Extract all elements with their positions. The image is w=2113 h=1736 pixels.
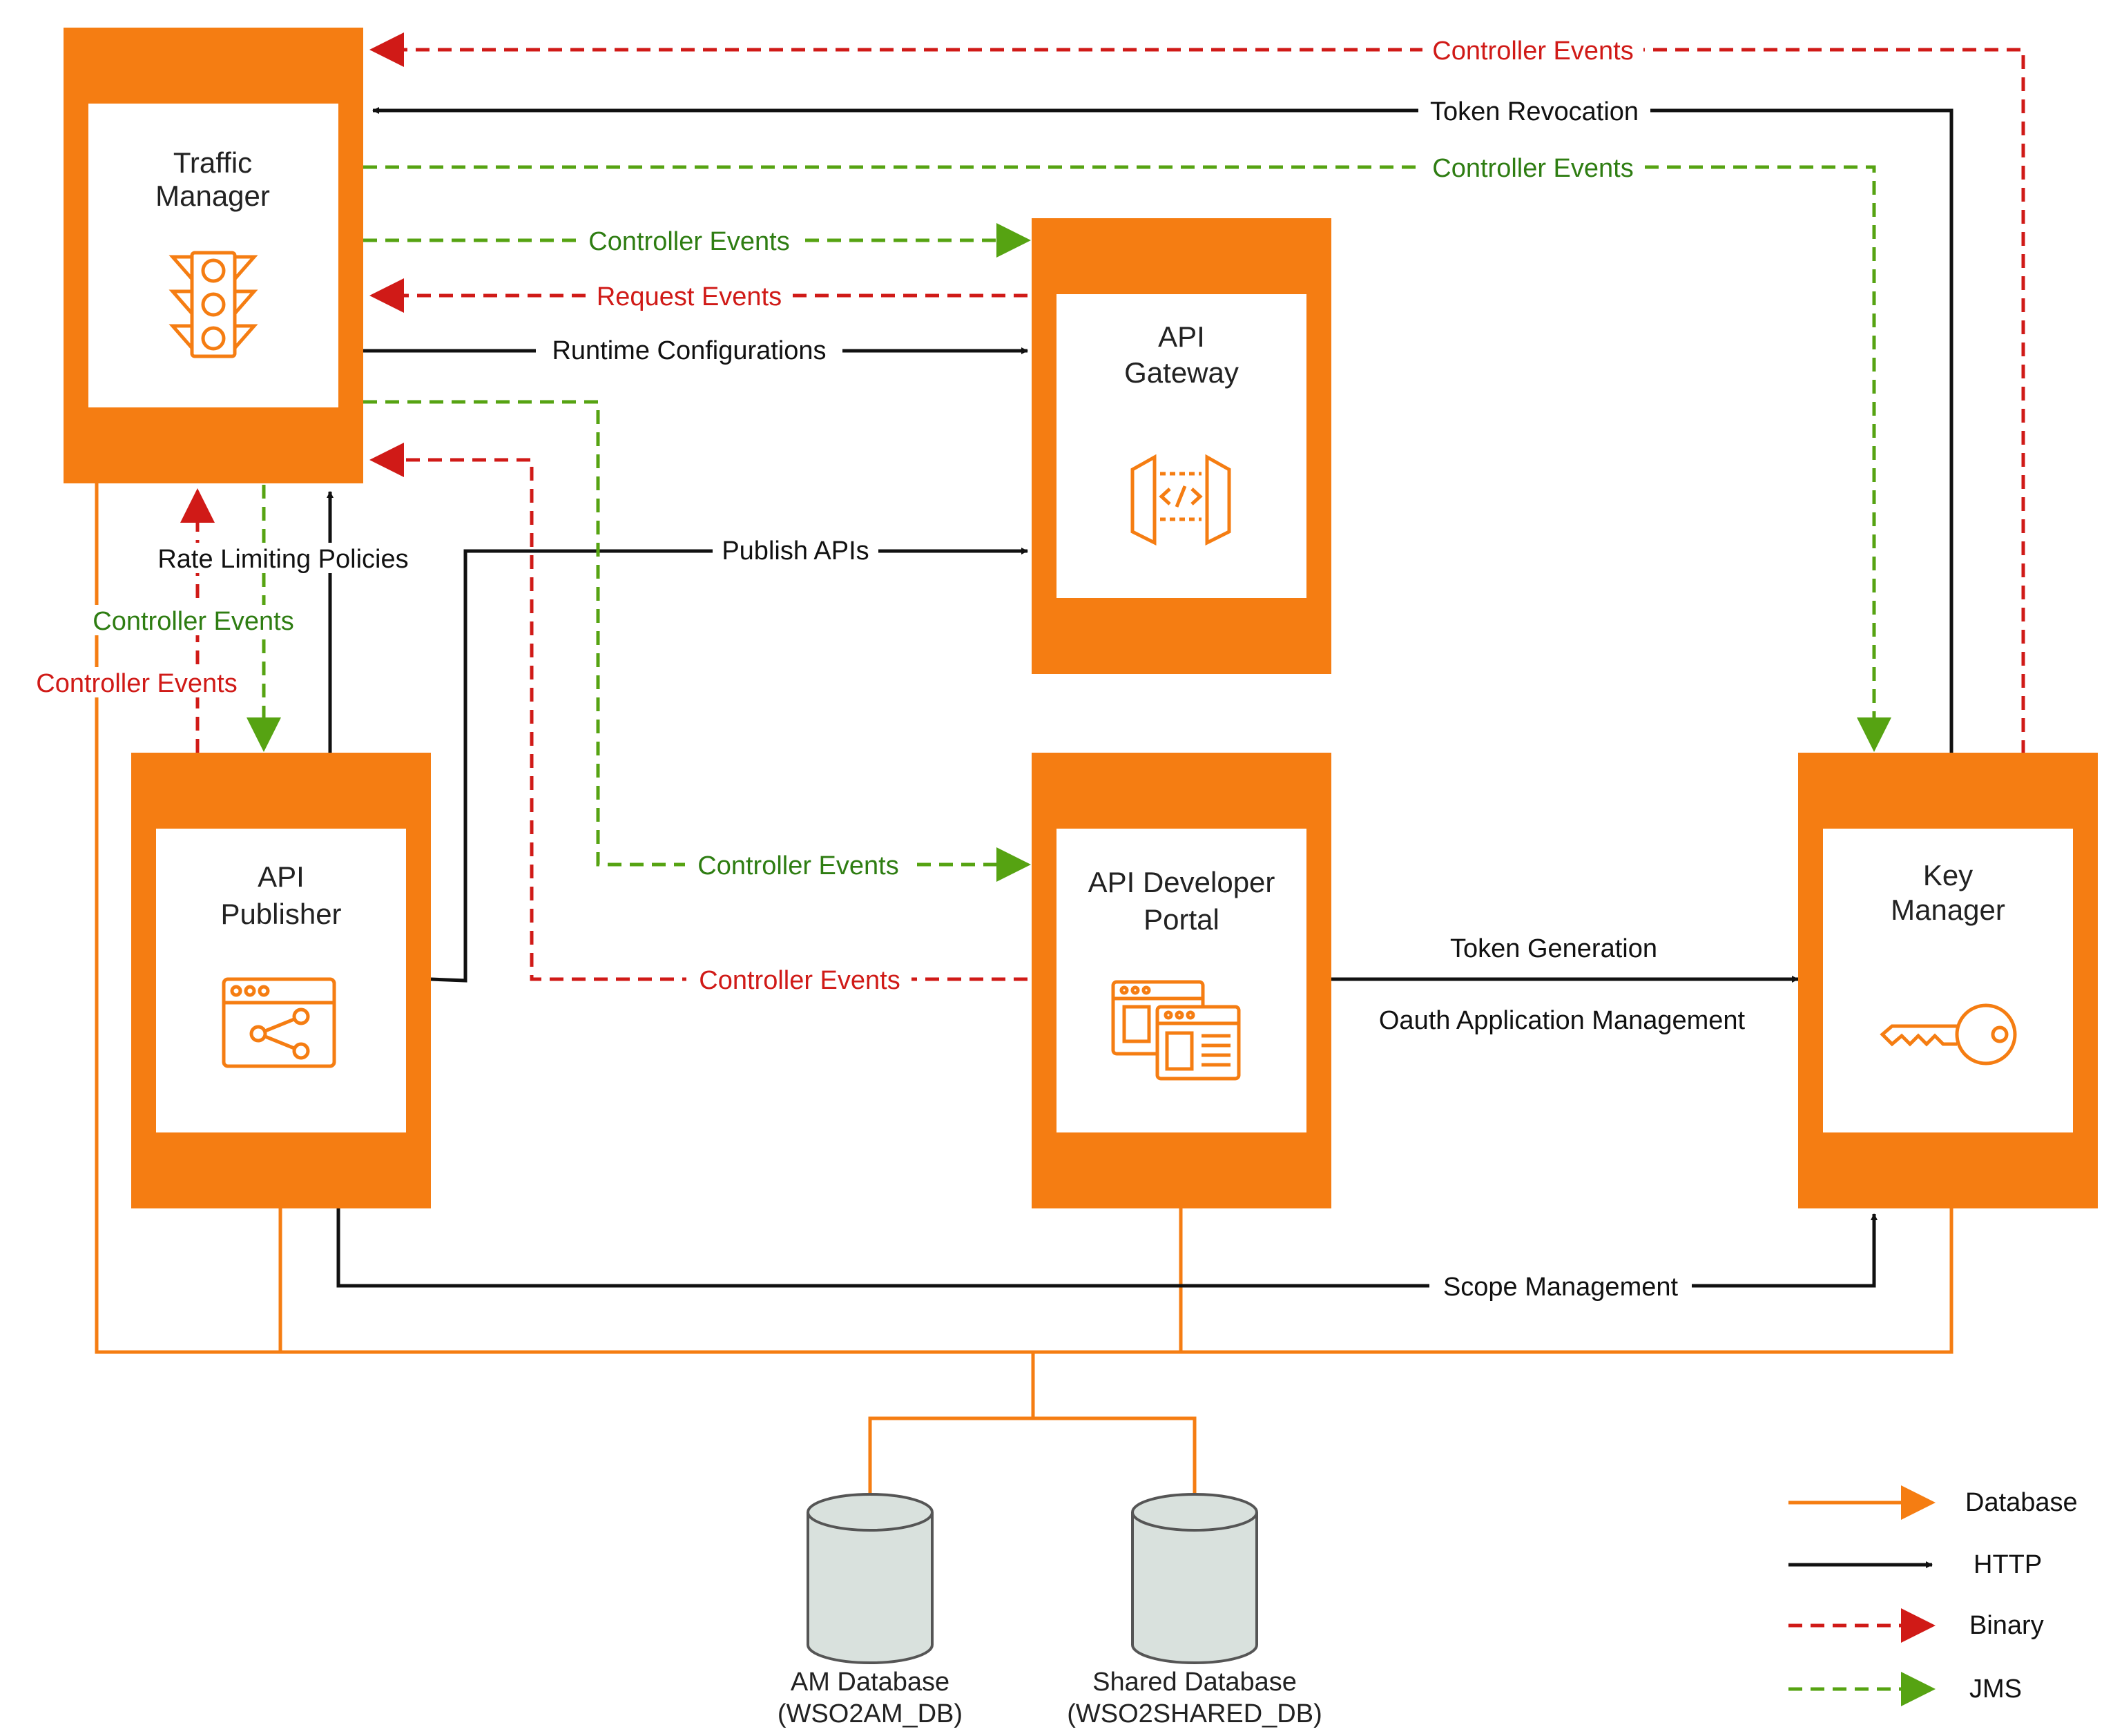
am-database-label-line1: AM Database [791, 1668, 949, 1697]
shared-database-label-line2: (WSO2SHARED_DB) [1067, 1699, 1322, 1728]
api-publisher-title-line2: Publisher [220, 898, 341, 930]
legend: Database HTTP Binary JMS [1788, 1485, 2078, 1706]
developer-portal-title-line2: Portal [1144, 903, 1219, 936]
legend-item-jms: JMS [1788, 1672, 2022, 1706]
key-manager-node[interactable]: Key Manager [1798, 753, 2098, 1208]
traffic-light-icon [168, 251, 258, 358]
edge-labels: Controller Events Token Revocation Contr… [25, 35, 1746, 1302]
shared-database: Shared Database (WSO2SHARED_DB) [1067, 1493, 1322, 1728]
api-publisher-node[interactable]: API Publisher [131, 753, 431, 1208]
scope-management-label: Scope Management [1443, 1273, 1679, 1302]
request-events-label: Request Events [597, 282, 782, 311]
am-database: AM Database (WSO2AM_DB) [778, 1493, 963, 1728]
pub-controller-green-label: Controller Events [93, 607, 293, 636]
pub-controller-red-label: Controller Events [36, 669, 237, 698]
km-tm-controller-red-label: Controller Events [1432, 37, 1633, 66]
oauth-app-management-label: Oauth Application Management [1379, 1006, 1746, 1035]
key-icon [1880, 1003, 2017, 1065]
token-revocation-arrow [372, 107, 1953, 754]
portal-tm-controller-red-arrow [369, 443, 1027, 981]
tm-km-controller-green-label: Controller Events [1432, 154, 1633, 183]
publish-apis-arrow [430, 548, 1028, 983]
api-publisher-title-line1: API [258, 860, 305, 893]
runtime-configurations-label: Runtime Configurations [552, 336, 826, 365]
tm-gw-controller-green-label: Controller Events [588, 227, 789, 256]
browser-windows-icon [1111, 980, 1241, 1081]
developer-portal-title-line1: API Developer [1088, 866, 1275, 898]
code-gateway-icon [1130, 454, 1231, 546]
legend-label-database: Database [1965, 1488, 2078, 1517]
legend-label-binary: Binary [1969, 1611, 2044, 1640]
tm-portal-controller-green-label: Controller Events [697, 851, 898, 880]
traffic-manager-title-line2: Manager [155, 180, 270, 212]
legend-label-jms: JMS [1969, 1675, 2022, 1704]
publish-apis-label: Publish APIs [722, 537, 869, 566]
legend-label-http: HTTP [1974, 1550, 2042, 1579]
tm-portal-controller-green-arrow [363, 400, 1031, 882]
legend-item-http: HTTP [1788, 1550, 2042, 1579]
km-tm-controller-red-arrow [369, 32, 2025, 754]
key-manager-title-line1: Key [1923, 859, 1973, 891]
rate-limiting-policies-label: Rate Limiting Policies [157, 545, 408, 574]
legend-item-database: Database [1788, 1485, 2078, 1520]
browser-share-icon [222, 977, 336, 1068]
legend-item-binary: Binary [1788, 1608, 2044, 1643]
traffic-manager-node[interactable]: Traffic Manager [64, 28, 363, 483]
db-line-traffic-manager [95, 482, 1953, 1354]
api-gateway-node[interactable]: API Gateway [1032, 218, 1331, 674]
scope-management-arrow [336, 1208, 1878, 1288]
key-manager-title-line2: Manager [1891, 894, 2005, 926]
token-generation-label: Token Generation [1450, 934, 1657, 963]
api-gateway-title-line2: Gateway [1124, 356, 1239, 389]
shared-database-label-line1: Shared Database [1092, 1668, 1297, 1697]
api-developer-portal-node[interactable]: API Developer Portal [1032, 753, 1331, 1208]
token-revocation-label: Token Revocation [1430, 97, 1639, 126]
portal-tm-controller-red-label: Controller Events [699, 966, 900, 995]
am-database-label-line2: (WSO2AM_DB) [778, 1699, 963, 1728]
db-line-split [868, 1416, 1197, 1502]
tm-km-controller-green-arrow [363, 165, 1891, 752]
api-gateway-title-line1: API [1158, 320, 1205, 353]
traffic-manager-title-line1: Traffic [173, 146, 252, 179]
database-connections [95, 482, 1953, 1502]
